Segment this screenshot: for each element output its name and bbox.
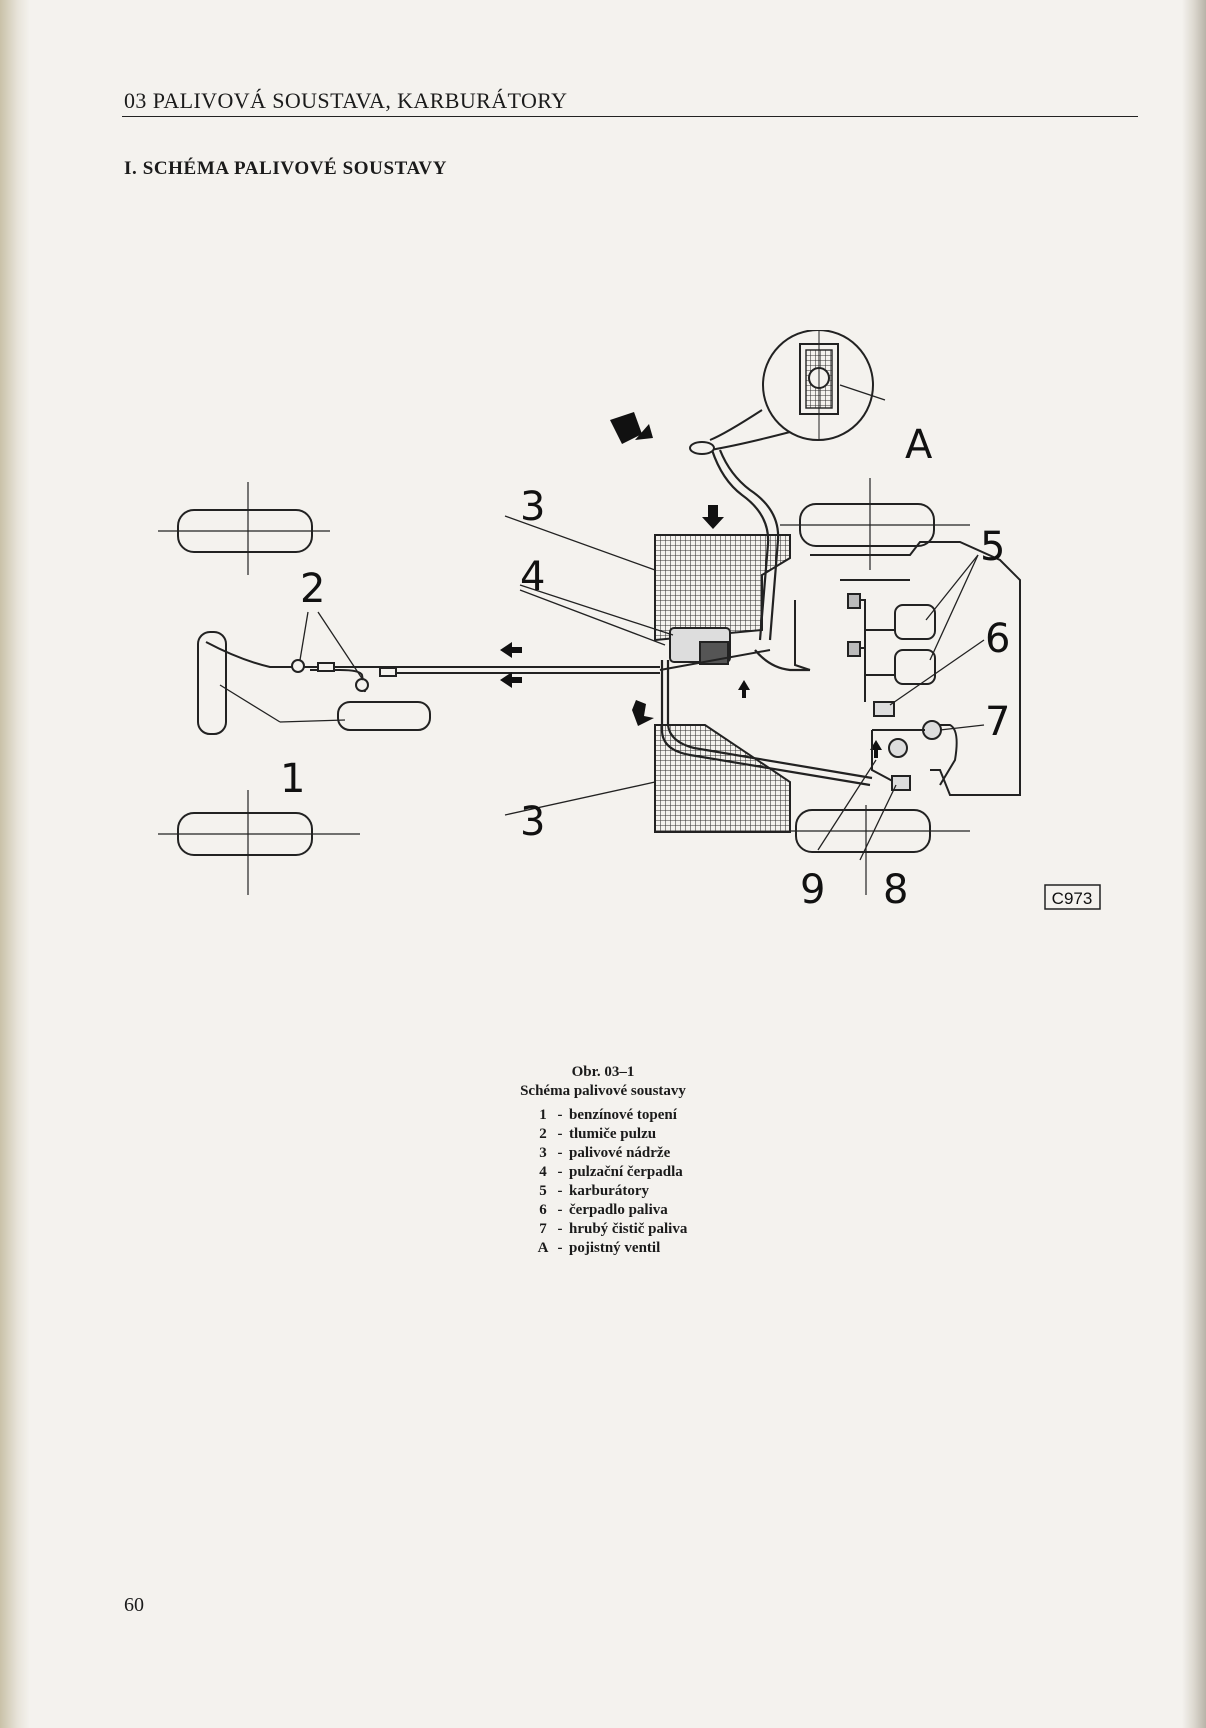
page-header: 03 PALIVOVÁ SOUSTAVA, KARBURÁTORY [124, 88, 568, 113]
figure-code-box: C973 [1044, 884, 1101, 910]
fuel-system-diagram: 3 4 3 2 1 5 6 7 8 9 A C973 [158, 330, 1101, 913]
legend-item: 2-tlumiče pulzu [539, 1126, 657, 1142]
legend-item: 7-hrubý čistič paliva [539, 1221, 688, 1237]
petrol-heaters [197, 631, 431, 735]
wheel-front-right [776, 805, 970, 895]
legend-item: 3-palivové nádrže [539, 1145, 671, 1161]
pulse-pumps [659, 627, 771, 671]
page-binding-shadow [0, 0, 30, 1728]
figure-code: C973 [1052, 889, 1093, 908]
legend-item: 1-benzínové topení [539, 1107, 677, 1123]
figure-title: Schéma palivové soustavy [520, 1083, 686, 1099]
page-edge-shadow [1182, 0, 1206, 1728]
wheel-rear-left [158, 482, 330, 575]
legend-item: A-pojistný ventil [537, 1240, 661, 1256]
legend-item: 6-čerpadlo paliva [539, 1202, 668, 1218]
label-8: 8 [883, 867, 908, 913]
fuel-tank-rear [654, 534, 791, 642]
fuel-tank-front [654, 724, 791, 833]
page-number: 60 [124, 1594, 144, 1616]
label-6: 6 [985, 616, 1010, 662]
figure-number: Obr. 03–1 [571, 1064, 635, 1080]
label-1: 1 [280, 756, 305, 802]
section-title: I. SCHÉMA PALIVOVÉ SOUSTAVY [124, 158, 448, 179]
fuel-pump-and-filter [864, 675, 958, 791]
diagram-labels: 3 4 3 2 1 5 6 7 8 9 A [280, 422, 1010, 913]
label-2: 2 [300, 566, 325, 612]
label-A: A [905, 422, 933, 468]
carburetors [847, 593, 936, 685]
leader-lines [219, 384, 985, 861]
figure-legend: 1-benzínové topení 2-tlumiče pulzu 3-pal… [535, 1106, 688, 1258]
header-rule [122, 116, 1138, 117]
fuel-line-rear [205, 641, 660, 693]
main-fuel-lines [660, 449, 873, 787]
legend-item: 4-pulzační čerpadla [539, 1164, 683, 1180]
label-4: 4 [520, 554, 545, 600]
label-9: 9 [800, 867, 825, 913]
safety-valve-detail [689, 330, 874, 455]
label-3-top: 3 [520, 484, 545, 530]
legend-item: 5-karburátory [539, 1183, 649, 1199]
wheel-front-left [158, 790, 360, 895]
label-3-bottom: 3 [520, 799, 545, 845]
label-7: 7 [985, 699, 1010, 745]
engine-outline [794, 541, 1021, 796]
label-5: 5 [980, 524, 1005, 570]
wheel-rear-right [780, 478, 970, 570]
figure-caption: Obr. 03–1 Schéma palivové soustavy [0, 1063, 1206, 1101]
